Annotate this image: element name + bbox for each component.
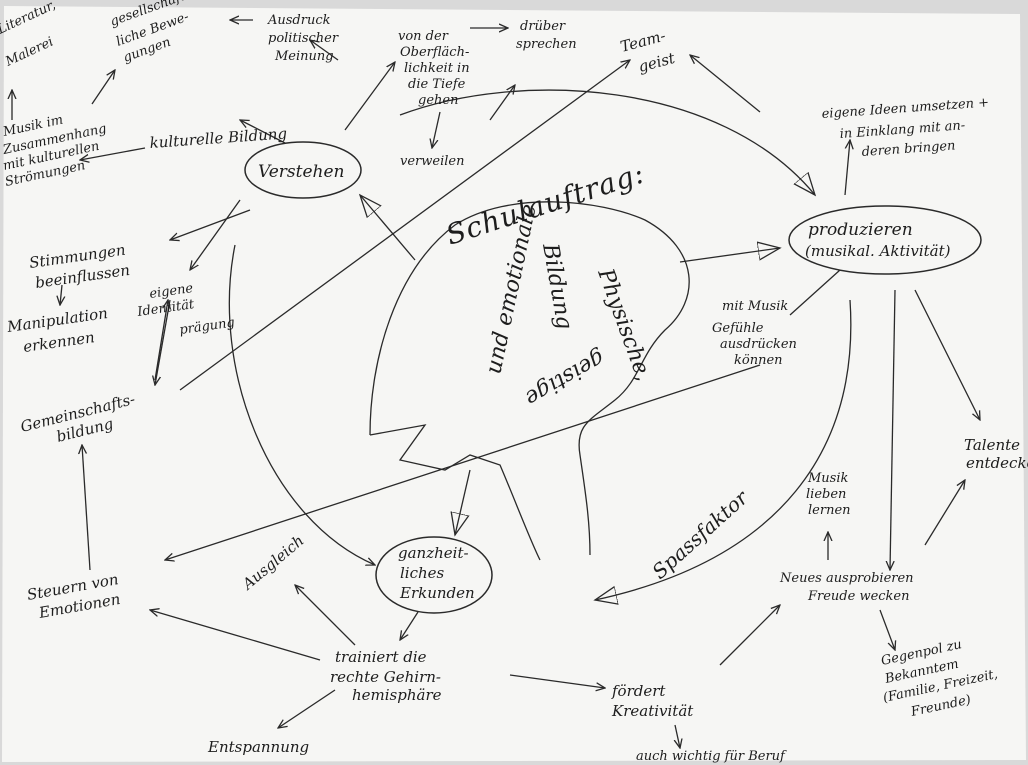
label-eigene: eigene: [148, 281, 194, 302]
head-silhouette: [369, 201, 690, 561]
arrow-head-verstehen: [360, 195, 416, 261]
node-erkunden-3: Erkunden: [399, 584, 475, 602]
label-oberfl-5: gehen: [418, 93, 458, 108]
label-musik: Musik: [807, 471, 849, 486]
label-trainiert-3: hemisphäre: [352, 686, 442, 704]
arc-left: [228, 244, 375, 565]
produzieren-oval: [788, 205, 982, 275]
node-verstehen: Verstehen: [258, 162, 344, 182]
label-freude: Freude wecken: [807, 589, 910, 604]
arrow-head-produzieren: [679, 248, 780, 263]
label-ausdruecken: ausdrücken: [720, 337, 797, 352]
label-verweilen: verweilen: [400, 154, 464, 169]
label-beruf: auch wichtig für Beruf: [636, 749, 787, 764]
ausdruck-link: [310, 40, 339, 61]
label-entspannung: Entspannung: [207, 738, 309, 756]
gefuehle-link: [789, 269, 841, 316]
verstehen-oval: [244, 141, 362, 199]
label-politischer: politischer: [268, 31, 339, 46]
label-oberfl-3: lichkeit in: [404, 61, 470, 76]
label-lernen: lernen: [808, 503, 851, 518]
label-kreativitaet: Kreativität: [611, 702, 694, 720]
label-entdecken: entdecken: [966, 454, 1028, 472]
node-erkunden-2: liches: [400, 564, 445, 582]
label-drueber: drüber: [520, 19, 566, 34]
label-ideen-3: deren bringen: [861, 138, 956, 160]
label-meinung: Meinung: [274, 49, 334, 64]
arc-top: [399, 89, 815, 195]
label-trainiert-1: trainiert die: [335, 648, 427, 666]
arc-right: [595, 299, 852, 600]
label-sprechen: sprechen: [516, 37, 577, 52]
label-lieben: lieben: [806, 487, 846, 502]
label-ausdruck: Ausdruck: [267, 13, 331, 28]
label-trainiert-2: rechte Gehirn-: [330, 668, 441, 686]
node-produzieren: produzieren: [808, 220, 913, 240]
label-mit-musik: mit Musik: [722, 299, 788, 314]
label-koennen: können: [734, 353, 783, 368]
label-oberfl-2: Oberfläch-: [400, 45, 469, 60]
label-foerdert: fördert: [611, 682, 666, 700]
label-oberfl-1: von der: [398, 29, 449, 44]
erkunden-oval: [375, 536, 493, 614]
arrow-head-erkunden: [455, 469, 471, 535]
label-talente: Talente: [964, 436, 1020, 454]
node-produzieren-sub: (musikal. Aktivität): [805, 242, 951, 260]
paper: [2, 6, 1026, 762]
label-oberfl-4: die Tiefe: [408, 77, 466, 92]
label-neues: Neues ausprobieren: [779, 571, 914, 586]
node-erkunden-1: ganzheit-: [398, 544, 469, 562]
label-gefuehle: Gefühle: [712, 321, 764, 336]
